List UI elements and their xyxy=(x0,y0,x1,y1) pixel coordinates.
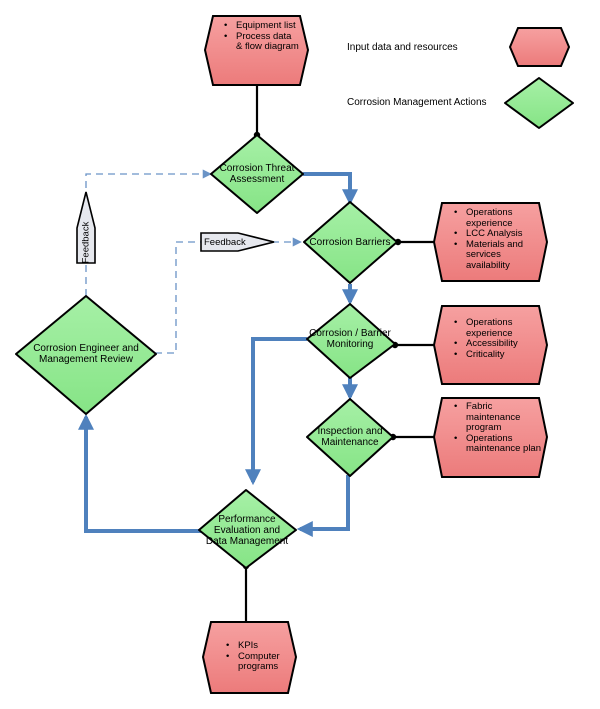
list-item: Operations maintenance plan xyxy=(454,433,542,455)
input-list-monitoring: Operations experience Accessibility Crit… xyxy=(452,317,542,361)
input-connectors xyxy=(244,84,437,622)
input-list-inspection: Fabric maintenance program Operations ma… xyxy=(452,401,542,455)
action-inspection-maintenance xyxy=(306,398,394,477)
action-corrosion-barriers xyxy=(303,201,398,284)
list-item: Computer programs xyxy=(226,651,294,673)
feedback-review-to-threat xyxy=(85,169,212,296)
action-monitoring-label: Corrosion / Barrier Monitoring xyxy=(309,328,391,350)
list-item: Materials and services availability xyxy=(454,239,542,272)
action-management-review xyxy=(15,295,157,415)
feedback-review-to-barriers xyxy=(155,237,302,354)
flow-threat-to-barriers xyxy=(303,172,358,206)
list-item: Criticality xyxy=(454,349,542,361)
input-list-performance: KPIs Computer programs xyxy=(224,640,294,673)
legend-action-label: Corrosion Management Actions xyxy=(347,97,487,108)
list-item: Accessibility xyxy=(454,338,542,350)
list-item: Fabric maintenance program xyxy=(454,401,542,434)
flow-monitoring-to-performance xyxy=(245,337,307,486)
list-item: KPIs xyxy=(226,640,294,652)
action-inspection-label: Inspection and Maintenance xyxy=(317,426,383,448)
action-review-label: Corrosion Engineer and Management Review xyxy=(33,343,139,365)
input-list-top: Equipment list Process data & flow diagr… xyxy=(222,20,300,53)
list-item: Process data & flow diagram xyxy=(224,31,300,53)
flow-connectors xyxy=(78,172,358,537)
list-item: Operations experience xyxy=(454,207,542,229)
legend-input-label: Input data and resources xyxy=(347,42,458,53)
action-threat-label: Corrosion Threat Assessment xyxy=(219,163,295,185)
input-list-barriers: Operations experience LCC Analysis Mater… xyxy=(452,207,542,272)
action-barrier-monitoring xyxy=(306,303,396,379)
action-performance-label: Performance Evaluation and Data Manageme… xyxy=(205,514,289,547)
legend-input-swatch xyxy=(508,27,571,67)
list-item: LCC Analysis xyxy=(454,228,542,240)
action-threat-assessment xyxy=(210,134,304,214)
feedback-arrow-horizontal xyxy=(200,232,275,252)
flow-performance-to-review xyxy=(78,413,203,533)
list-item: Operations experience xyxy=(454,317,542,339)
feedback-arrow-vertical xyxy=(76,191,96,264)
action-performance-evaluation xyxy=(198,489,297,569)
feedback-horizontal-label: Feedback xyxy=(204,237,246,248)
list-item: Equipment list xyxy=(224,20,300,32)
legend-action-swatch xyxy=(504,77,574,129)
flow-inspection-to-performance xyxy=(296,475,350,537)
feedback-vertical-label: Feedback xyxy=(80,221,92,264)
action-barriers-label: Corrosion Barriers xyxy=(309,237,391,248)
